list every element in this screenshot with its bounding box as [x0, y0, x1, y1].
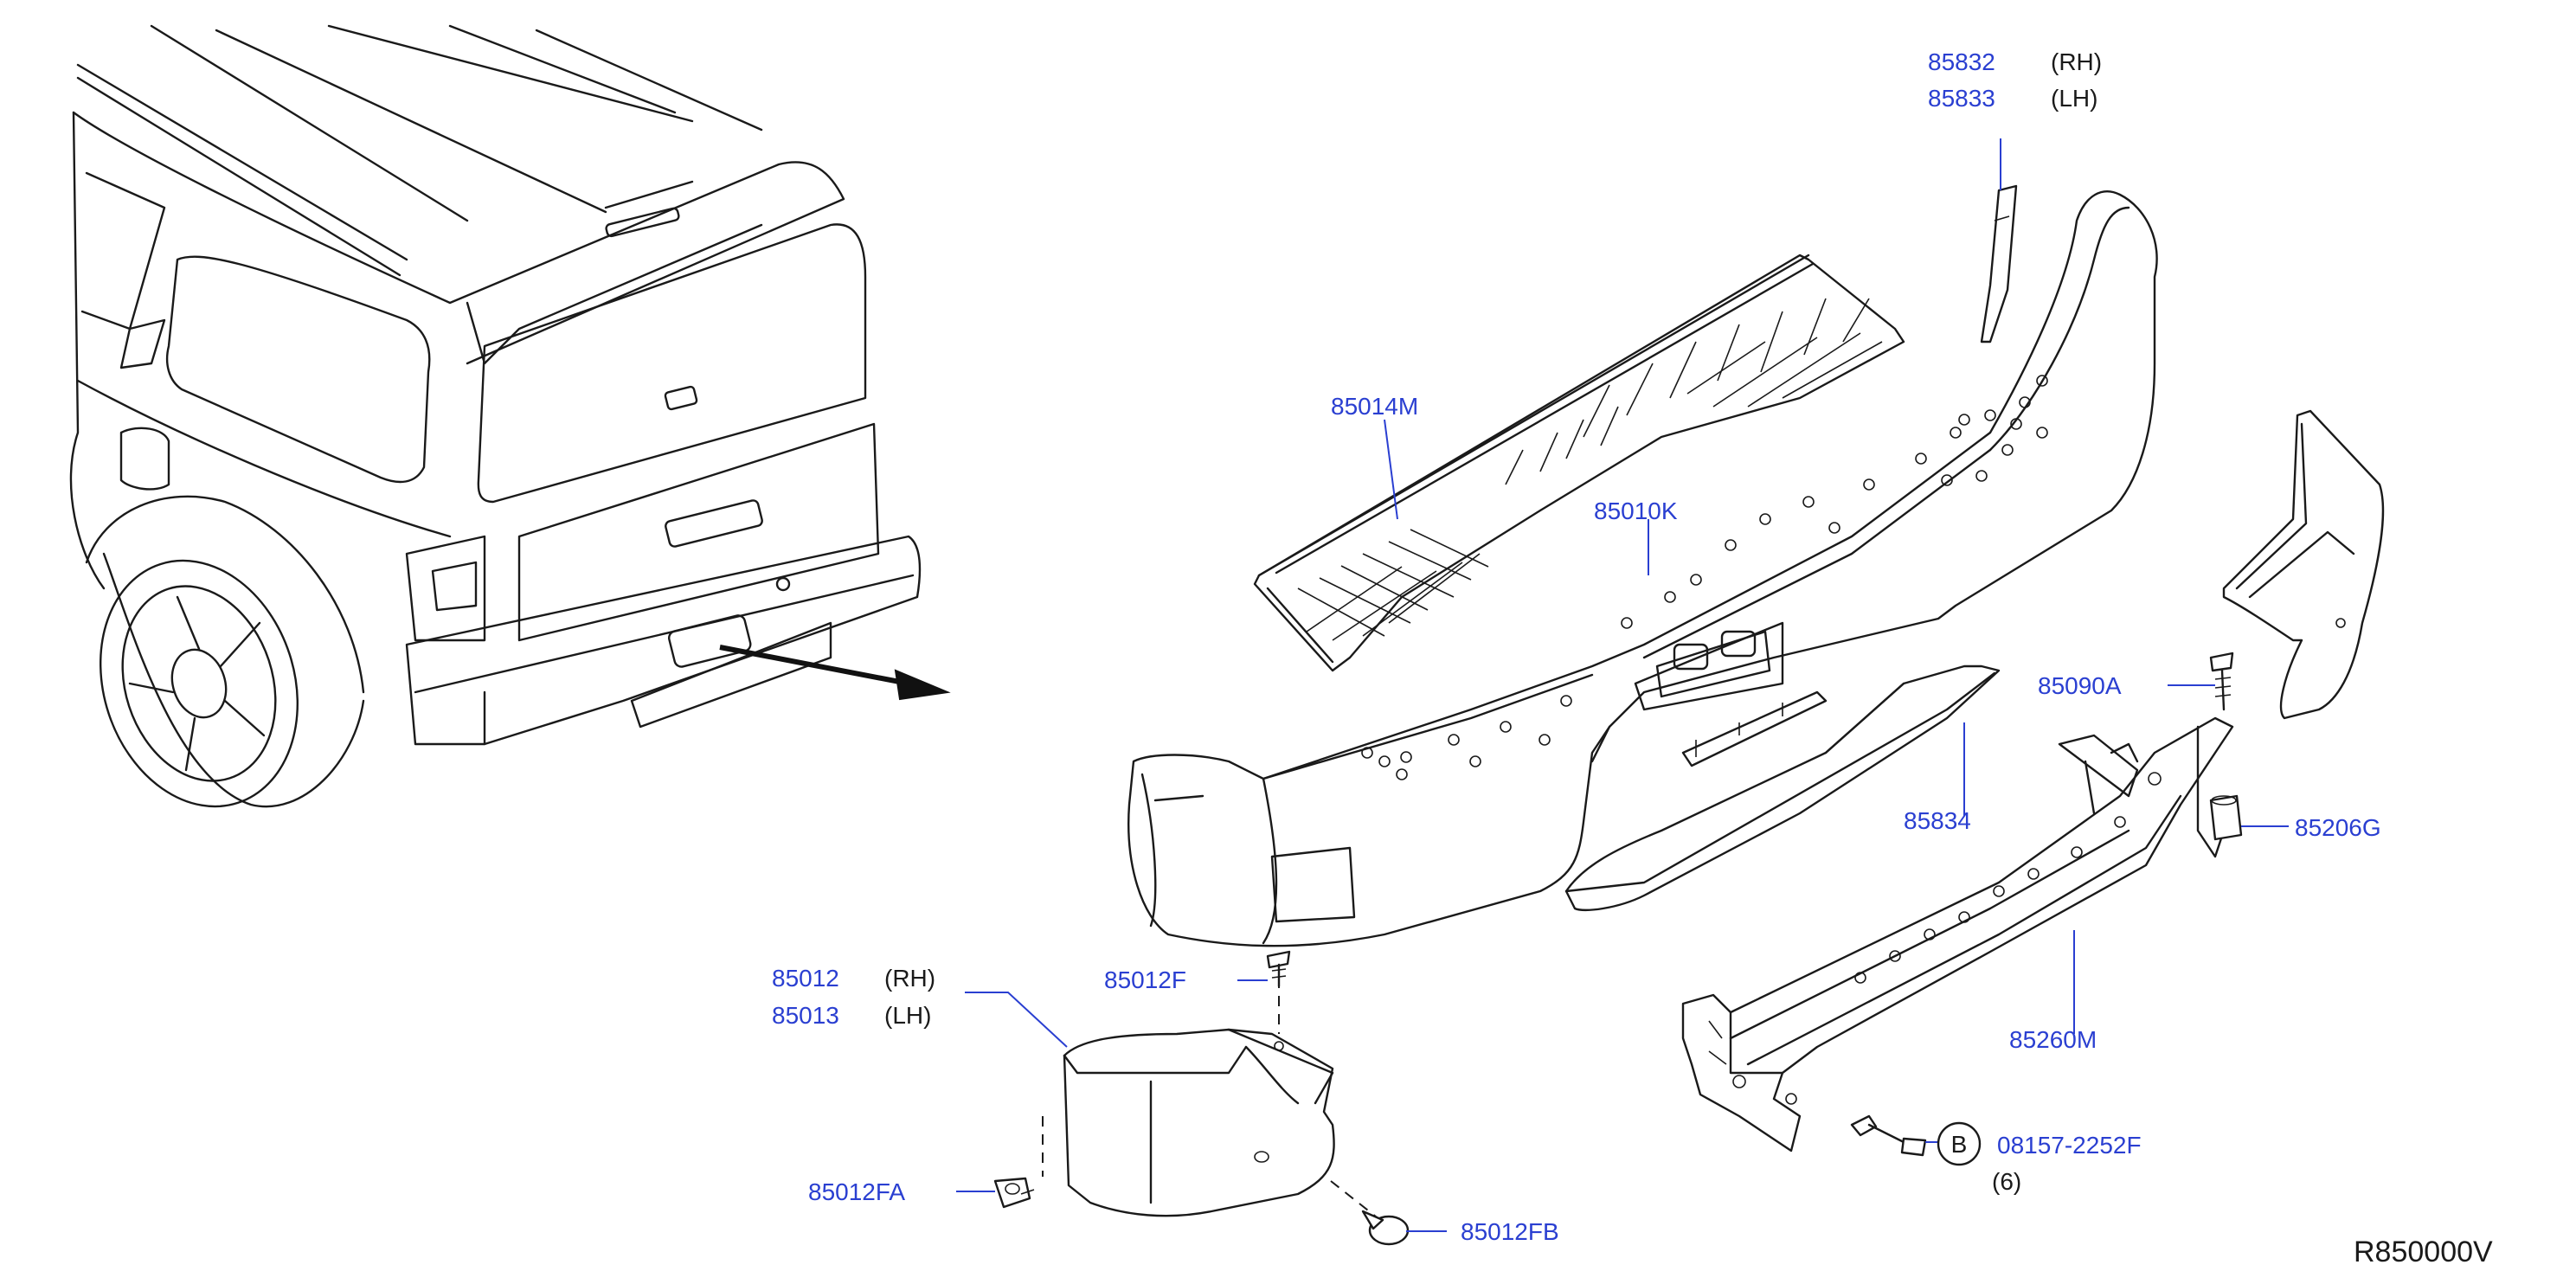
callout-85012fa[interactable]: 85012FA [808, 1178, 905, 1205]
corner-bracket-85012 [1042, 978, 1381, 1221]
diagram-reference-code: R850000V [2354, 1236, 2493, 1268]
screw-85012f [1266, 950, 1291, 988]
callout-labels: 85832 (RH) 85833 (LH) 85014M 85010K 8509… [772, 48, 2493, 1268]
callout-85090a[interactable]: 85090A [2038, 672, 2122, 699]
callout-85012fb[interactable]: 85012FB [1461, 1218, 1559, 1245]
lower-cover-85834 [1564, 664, 2001, 912]
callout-08157-qty: (6) [1992, 1168, 2021, 1195]
corner-extension [2222, 409, 2385, 720]
bumper-mounting-holes [1361, 375, 2048, 780]
direction-arrow [719, 645, 951, 701]
step-pad-85014m [1253, 254, 1905, 672]
reinforcement-85260m [1681, 716, 2234, 1152]
callout-85833-side: (LH) [2051, 85, 2097, 112]
callout-85013-side: (LH) [884, 1002, 931, 1029]
callout-85010k[interactable]: 85010K [1594, 498, 1678, 524]
callout-85012-side: (RH) [884, 965, 935, 992]
callout-85832[interactable]: 85832 [1928, 48, 1995, 75]
callout-85014m[interactable]: 85014M [1331, 393, 1418, 420]
callout-85206g[interactable]: 85206G [2295, 814, 2381, 841]
callout-85832-side: (RH) [2051, 48, 2102, 75]
callout-85260m[interactable]: 85260M [2009, 1026, 2097, 1053]
bolt-symbol-circle [1937, 1121, 1982, 1166]
leader-lines [956, 138, 2289, 1232]
callout-85013[interactable]: 85013 [772, 1002, 839, 1029]
clip-85012fb [1361, 1210, 1410, 1246]
callout-85012[interactable]: 85012 [772, 965, 839, 992]
rear-bumper-85010k [1127, 190, 2158, 947]
callout-85833[interactable]: 85833 [1928, 85, 1995, 112]
vehicle-illustration [69, 24, 922, 808]
bolt-85090a [2209, 652, 2234, 711]
callout-85012f[interactable]: 85012F [1104, 966, 1186, 993]
callout-85834[interactable]: 85834 [1904, 807, 1971, 834]
bolt-08157-2252f [1850, 1114, 1927, 1157]
clip-85012fa [993, 1177, 1035, 1209]
reinforcement-holes [1732, 772, 2162, 1105]
nut-85206g [2209, 794, 2243, 841]
callout-08157-2252f[interactable]: 08157-2252F [1997, 1132, 2142, 1159]
step-pad-hatching [1297, 298, 1883, 641]
bolt-symbol-letter: B [1951, 1131, 1968, 1158]
bracket-85832-85833 [1980, 184, 2018, 343]
